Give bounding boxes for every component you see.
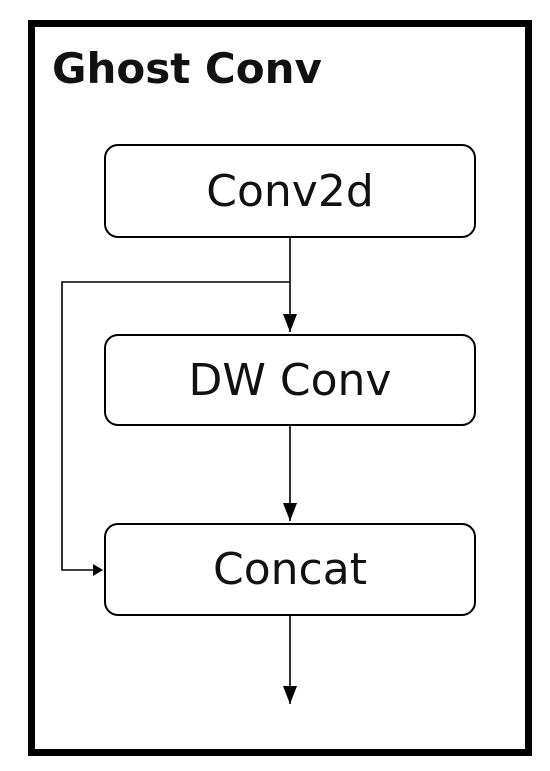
concat-node: Concat [104,523,476,616]
conv2d-node: Conv2d [104,144,476,238]
ghost-conv-frame [28,20,532,756]
dw-conv-node: DW Conv [104,334,476,426]
diagram-title: Ghost Conv [52,44,322,93]
